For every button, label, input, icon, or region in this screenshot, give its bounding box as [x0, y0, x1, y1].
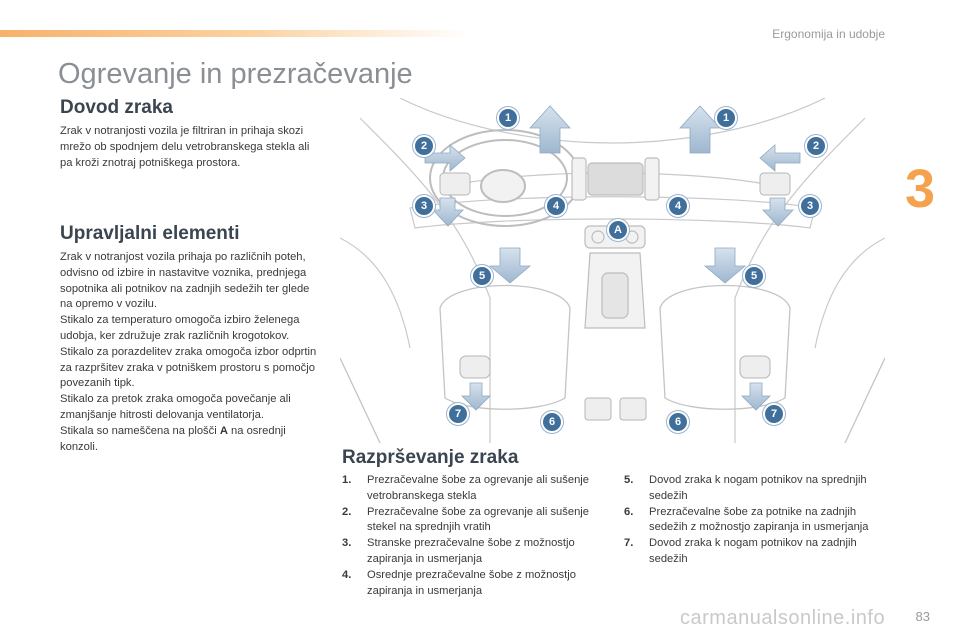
paragraph-line: Stikalo za porazdelitev zraka omogoča iz…	[60, 345, 322, 392]
vent-badge-7: 7	[765, 405, 783, 423]
vent-badge-2: 2	[415, 137, 433, 155]
vent-badge-4: 4	[547, 197, 565, 215]
paragraph-line: Stikala so nameščena na plošči A na osre…	[60, 424, 322, 456]
page-title: Ogrevanje in prezračevanje	[58, 58, 413, 91]
paragraph-upravljalni-elementi: Zrak v notranjost vozila prihaja po razl…	[60, 250, 322, 455]
section-header: Ergonomija in udobje	[772, 27, 885, 41]
item-text: Prezračevalne šobe za ogrevanje ali suše…	[367, 506, 589, 534]
list-item: 5. Dovod zraka k nogam potnikov na spredn…	[624, 473, 886, 505]
vent-badge-4: 4	[669, 197, 687, 215]
vent-badge-1: 1	[717, 109, 735, 127]
paragraph-line: Stikalo za pretok zraka omogoča povečanj…	[60, 392, 322, 424]
header-accent-bar	[0, 30, 470, 37]
text-fragment: Stikala so nameščena na plošči	[60, 425, 220, 437]
page-number: 83	[916, 609, 930, 624]
list-item: 3. Stranske prezračevalne šobe z možnostj…	[342, 536, 604, 568]
panel-label: A	[220, 425, 228, 437]
vent-badge-5: 5	[473, 267, 491, 285]
vent-badge-5: 5	[745, 267, 763, 285]
paragraph-dovod-zraka: Zrak v notranjosti vozila je filtriran i…	[60, 124, 322, 171]
item-number: 6.	[624, 505, 633, 521]
vent-badge-A: A	[609, 221, 627, 239]
list-item: 2. Prezračevalne šobe za ogrevanje ali su…	[342, 505, 604, 537]
heading-razprsevanje-zraka: Razprševanje zraka	[342, 447, 518, 469]
item-number: 3.	[342, 536, 351, 552]
paragraph-line: Zrak v notranjost vozila prihaja po razl…	[60, 250, 322, 313]
vent-badge-7: 7	[449, 405, 467, 423]
vent-list-right: 5. Dovod zraka k nogam potnikov na spredn…	[624, 473, 886, 568]
item-text: Prezračevalne šobe za ogrevanje ali suše…	[367, 474, 589, 502]
item-text: Dovod zraka k nogam potnikov na zadnjih …	[649, 537, 857, 565]
item-text: Stranske prezračevalne šobe z možnostjo …	[367, 537, 575, 565]
item-text: Osrednje prezračevalne šobe z možnostjo …	[367, 569, 576, 597]
list-item: 7. Dovod zraka k nogam potnikov na zadnji…	[624, 536, 886, 568]
item-number: 1.	[342, 473, 351, 489]
item-number: 7.	[624, 536, 633, 552]
item-text: Dovod zraka k nogam potnikov na sprednji…	[649, 474, 867, 502]
heading-upravljalni-elementi: Upravljalni elementi	[60, 223, 240, 245]
vent-badge-2: 2	[807, 137, 825, 155]
paragraph-line: Stikalo za temperaturo omogoča izbiro že…	[60, 313, 322, 345]
item-text: Prezračevalne šobe za potnike na zadnjih…	[649, 506, 869, 534]
list-item: 1. Prezračevalne šobe za ogrevanje ali su…	[342, 473, 604, 505]
item-number: 5.	[624, 473, 633, 489]
vent-badge-6: 6	[669, 413, 687, 431]
vent-badge-1: 1	[499, 109, 517, 127]
heading-dovod-zraka: Dovod zraka	[60, 97, 173, 119]
list-item: 4. Osrednje prezračevalne šobe z možnostj…	[342, 568, 604, 600]
vent-badge-3: 3	[415, 197, 433, 215]
list-item: 6. Prezračevalne šobe za potnike na zadnj…	[624, 505, 886, 537]
vent-badge-3: 3	[801, 197, 819, 215]
chapter-number: 3	[905, 158, 935, 220]
watermark-text: carmanualsonline.info	[680, 607, 885, 630]
vent-badge-6: 6	[543, 413, 561, 431]
item-number: 4.	[342, 568, 351, 584]
vent-list-left: 1. Prezračevalne šobe za ogrevanje ali su…	[342, 473, 604, 599]
item-number: 2.	[342, 505, 351, 521]
